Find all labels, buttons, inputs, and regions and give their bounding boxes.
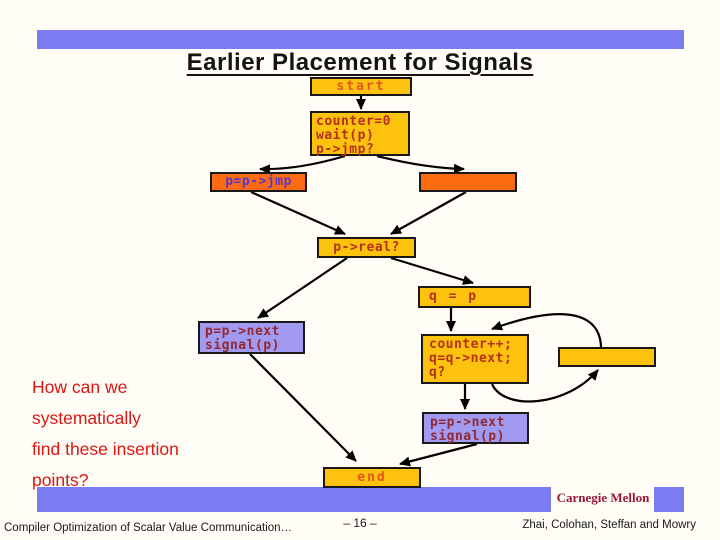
code-line: q?	[429, 365, 446, 380]
flow-node-init: counter=0 wait(p) p->jmp?	[310, 111, 410, 157]
flow-node-assign-q-label: q = p	[429, 289, 479, 304]
flow-node-real-label: p->real?	[333, 239, 400, 255]
flow-node-branch-empty	[419, 172, 517, 192]
top-accent-bar	[37, 30, 684, 49]
flow-node-loop-empty	[558, 347, 656, 367]
code-line: p->jmp?	[316, 142, 375, 157]
question-line: How can we	[32, 377, 128, 397]
question-line: systematically	[32, 408, 141, 428]
flow-node-jmp: p=p->jmp	[210, 172, 307, 192]
page-title: Earlier Placement for Signals	[186, 49, 534, 76]
bottom-accent-bar	[37, 487, 551, 512]
code-line: p=p->next	[430, 415, 505, 430]
flow-node-real: p->real?	[317, 237, 416, 258]
code-line: signal(p)	[205, 338, 280, 353]
code-line: signal(p)	[430, 429, 505, 444]
flow-node-start-label: start	[336, 78, 386, 94]
footer-authors: Zhai, Colohan, Steffan and Mowry	[522, 519, 696, 531]
question-text: How can we systematically find these ins…	[32, 372, 179, 496]
code-line: wait(p)	[316, 128, 375, 143]
footer-page-number: – 16 –	[343, 516, 377, 530]
flow-node-assign-q: q = p	[418, 286, 531, 308]
flow-node-end-label: end	[357, 469, 387, 485]
code-line: q=q->next;	[429, 351, 513, 366]
flow-node-start: start	[310, 77, 412, 96]
flow-node-end: end	[323, 467, 421, 488]
flow-node-jmp-label: p=p->jmp	[225, 174, 292, 189]
question-line: find these insertion	[32, 439, 179, 459]
flow-node-signal-right: p=p->next signal(p)	[422, 412, 529, 444]
question-line: points?	[32, 470, 89, 490]
flow-node-signal-left: p=p->next signal(p)	[198, 321, 305, 354]
footer-presentation-title: Compiler Optimization of Scalar Value Co…	[4, 522, 293, 534]
flow-node-loop: counter++; q=q->next; q?	[421, 334, 529, 384]
code-line: counter++;	[429, 337, 513, 352]
carnegie-mellon-wordmark: Carnegie Mellon	[556, 490, 650, 505]
code-line: counter=0	[316, 114, 391, 129]
code-line: p=p->next	[205, 324, 280, 339]
bottom-accent-bar-right	[654, 487, 684, 512]
